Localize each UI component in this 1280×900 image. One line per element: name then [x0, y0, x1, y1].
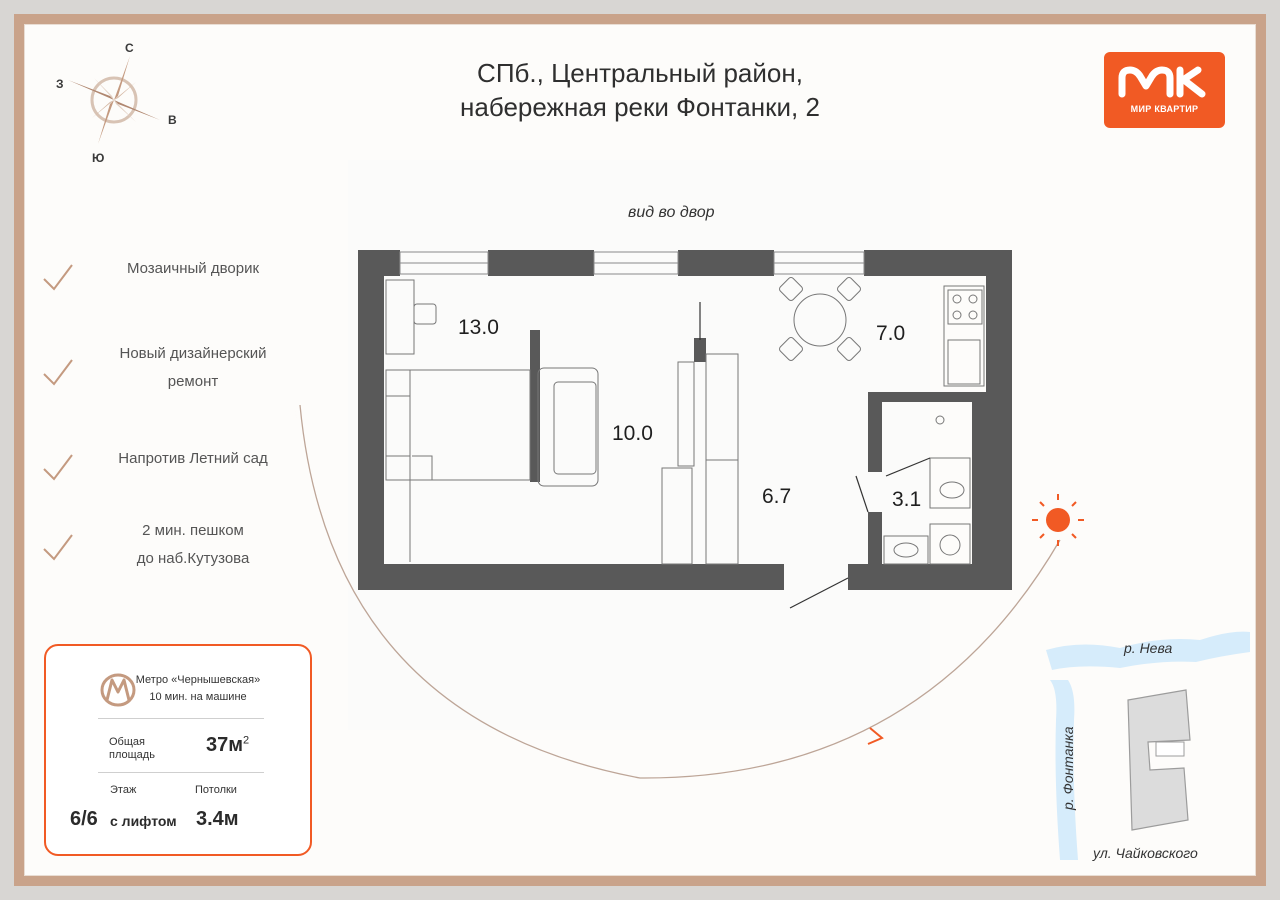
address-line-1: СПб., Центральный район,: [477, 58, 803, 88]
feature-item: Новый дизайнерский ремонт: [40, 340, 300, 400]
walls: [358, 250, 1012, 590]
sun-path: [299, 404, 1061, 779]
divider: [98, 718, 264, 719]
check-icon: [43, 534, 73, 561]
location-map: [1046, 631, 1250, 860]
room-area-label: 3.1: [892, 488, 922, 511]
info-card: [44, 644, 312, 856]
check-icon: [43, 264, 73, 291]
total-area-label: Общая площадь: [109, 736, 155, 761]
logo-mark-icon: [1118, 66, 1206, 98]
fontanka-river: [1050, 680, 1078, 860]
check-icon: [43, 359, 73, 386]
compass-south: Ю: [92, 151, 105, 165]
windows: [399, 251, 865, 275]
sun-icon: [1032, 494, 1084, 546]
neva-river: [1046, 631, 1250, 670]
brand-logo: МИР КВАРТИР: [1104, 52, 1225, 128]
compass-north: С: [125, 41, 134, 55]
metro-info: Метро «Чернышевская» 10 мин. на машине: [108, 672, 288, 706]
logo-text: МИР КВАРТИР: [1130, 104, 1199, 114]
arrow-icon: [867, 727, 884, 745]
feature-text: Напротив Летний сад: [118, 450, 268, 467]
furniture: [385, 277, 985, 565]
ceiling-value: 3.4м: [196, 808, 239, 830]
room-area-label: 6.7: [762, 485, 792, 508]
room-area-label: 13.0: [458, 316, 499, 339]
feature-item: Напротив Летний сад: [40, 445, 300, 505]
doors: [699, 302, 931, 609]
floor-label: Этаж: [110, 784, 137, 796]
metro-icon: [100, 673, 136, 707]
feature-text: до наб.Кутузова: [136, 550, 250, 567]
floor-value: 6/6: [70, 808, 98, 830]
metro-name: Метро «Чернышевская»: [135, 674, 261, 686]
check-icon: [43, 454, 73, 481]
compass-west: З: [56, 77, 64, 91]
floor-plan: [294, 160, 1084, 779]
room-area-label: 7.0: [876, 322, 906, 345]
street-label: ул. Чайковского: [1093, 845, 1198, 861]
feature-text: Мозаичный дворик: [126, 260, 260, 277]
address-title: СПб., Центральный район, набережная реки…: [340, 56, 940, 124]
feature-text: Новый дизайнерский: [119, 345, 267, 362]
fontanka-label: р. Фонтанка: [1060, 726, 1076, 810]
neva-label: р. Нева: [1124, 640, 1173, 656]
feature-item: 2 мин. пешком до наб.Кутузова: [40, 517, 300, 577]
metro-time: 10 мин. на машине: [149, 691, 247, 703]
floor-suffix: с лифтом: [110, 813, 177, 829]
ceiling-label: Потолки: [195, 784, 237, 796]
feature-text: ремонт: [167, 373, 219, 390]
compass-east: В: [168, 113, 177, 127]
feature-item: Мозаичный дворик: [40, 255, 300, 315]
view-label: вид во двор: [628, 204, 715, 221]
room-area-label: 10.0: [612, 422, 653, 445]
address-line-2: набережная реки Фонтанки, 2: [460, 92, 820, 122]
plan-background: [348, 160, 930, 730]
total-area-value: 37м2: [206, 734, 250, 756]
divider: [98, 772, 264, 773]
feature-text: 2 мин. пешком: [142, 522, 244, 539]
compass-rose-icon: [68, 56, 160, 144]
moon-icon: [294, 392, 314, 429]
building-block: [1127, 689, 1191, 831]
